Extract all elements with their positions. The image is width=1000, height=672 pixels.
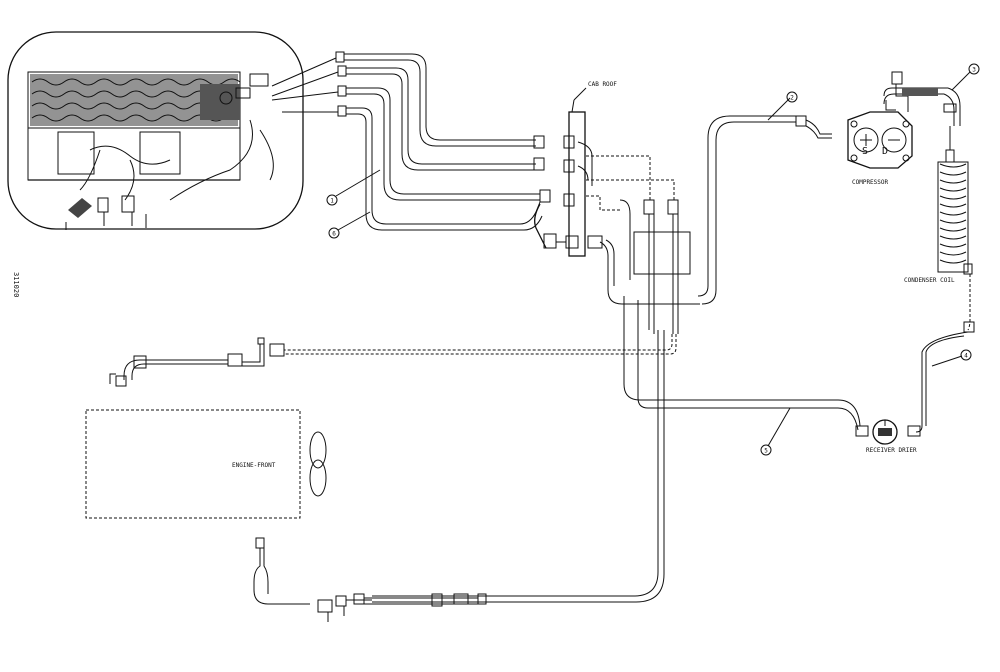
bulkhead-elbow-fittings [534, 203, 700, 305]
cab-roof-bulkhead [563, 87, 593, 257]
svg-text:3: 3 [972, 67, 976, 74]
callout-1 [326, 194, 338, 206]
hose-5-liquid-return [623, 296, 869, 437]
heater-line-dashed [109, 334, 677, 387]
hose-2-discharge [697, 115, 832, 305]
hose-3-discharge-to-condenser [883, 71, 961, 150]
hose-group-evaporator-to-bulkhead [271, 51, 551, 231]
condenser-coil [937, 149, 973, 331]
callout-5 [760, 444, 772, 456]
callout-6 [328, 227, 340, 239]
drain-valve-icons [65, 195, 147, 230]
callout-3 [968, 63, 980, 75]
label-cab-roof: CAB ROOF [588, 81, 617, 88]
label-condenser-coil: CONDENSER COIL [904, 277, 955, 284]
lower-harness [253, 537, 487, 622]
drawing-number: 311020 [12, 272, 20, 297]
svg-text:4: 4 [964, 353, 968, 360]
engine-harness-route [372, 330, 665, 603]
compressor [847, 111, 913, 169]
svg-text:1: 1 [330, 198, 334, 205]
callout-4 [960, 349, 972, 361]
hose-4-liquid [907, 321, 975, 437]
evaporator-detail-bubble [7, 31, 304, 230]
pressure-switch-bracket [619, 199, 691, 334]
engine-block [85, 409, 327, 519]
wiring-harness-dashed [586, 155, 675, 211]
receiver-drier [872, 419, 898, 445]
label-engine-front: ENGINE-FRONT [232, 462, 276, 469]
svg-text:6: 6 [332, 231, 336, 238]
compressor-discharge-mark: D [882, 146, 888, 157]
compressor-suction-mark: S [862, 146, 868, 157]
callout-2 [786, 91, 798, 103]
expansion-valve [200, 73, 269, 120]
svg-text:2: 2 [790, 95, 794, 102]
svg-text:5: 5 [764, 448, 768, 455]
label-compressor: COMPRESSOR [852, 179, 889, 186]
label-receiver-drier: RECEIVER DRIER [866, 447, 917, 454]
